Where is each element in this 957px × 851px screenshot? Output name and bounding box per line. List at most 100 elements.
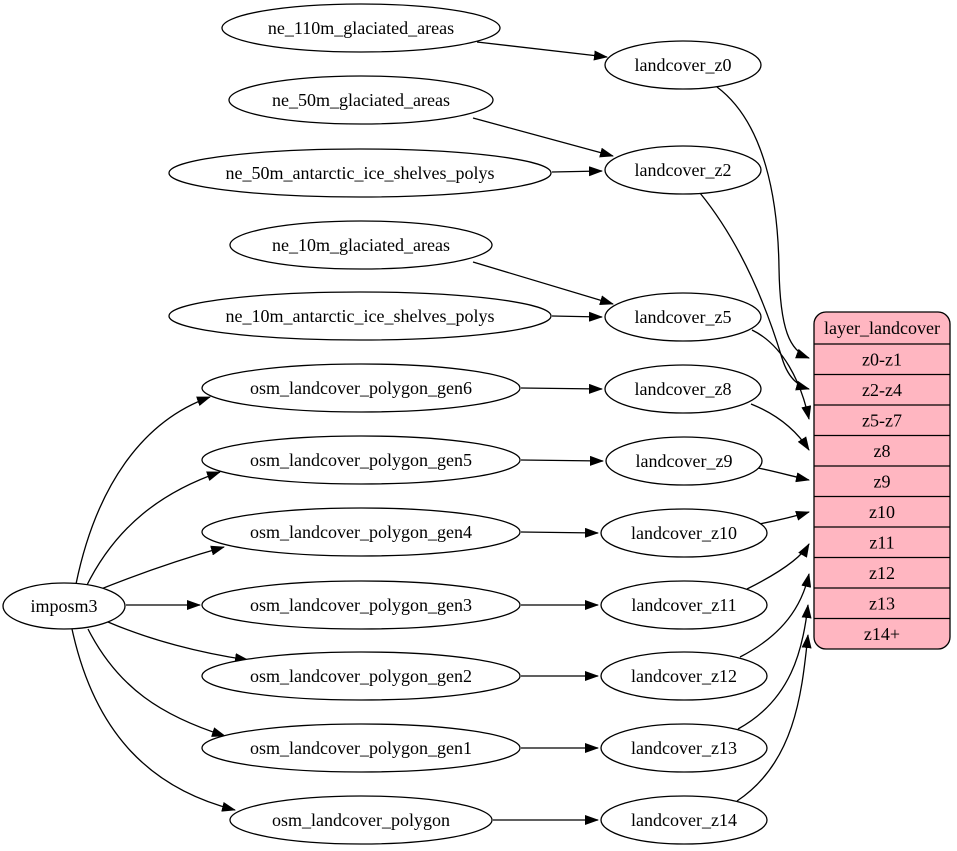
node-label-ne_50m_antarctic_ice_shelves_polys: ne_50m_antarctic_ice_shelves_polys	[226, 163, 495, 183]
node-label-ne_10m_glaciated_areas: ne_10m_glaciated_areas	[272, 235, 450, 255]
node-osm_landcover_polygon_gen5: osm_landcover_polygon_gen5	[201, 435, 521, 485]
node-landcover_z8: landcover_z8	[604, 364, 762, 414]
node-label-osm_landcover_polygon_gen3: osm_landcover_polygon_gen3	[250, 595, 472, 615]
node-ellipse-ne_110m_glaciated_areas	[221, 3, 501, 53]
node-label-landcover_z9: landcover_z9	[636, 451, 733, 471]
table-row-label-z11: z11	[869, 532, 894, 552]
node-ellipse-ne_50m_antarctic_ice_shelves_polys	[168, 148, 552, 198]
edge-landcover_z14-to-row-z14-	[736, 634, 812, 802]
edge-landcover_z0-to-row-z0-z1	[716, 86, 810, 359]
node-osm_landcover_polygon: osm_landcover_polygon	[229, 795, 493, 845]
node-label-ne_110m_glaciated_areas: ne_110m_glaciated_areas	[268, 18, 454, 38]
layer-landcover-table: layer_landcover z0-z1 z2-z4 z5-z7 z8 z9 z10 z11…	[813, 311, 951, 650]
table-row-label-z10: z10	[869, 502, 895, 522]
edge-imposm3-to-osm_landcover_polygon_gen4	[95, 545, 225, 592]
node-label-landcover_z14: landcover_z14	[631, 810, 737, 830]
table-row-z5-z7: z5-z7	[862, 410, 902, 430]
node-ellipse-landcover_z13	[600, 723, 768, 773]
node-ellipse-landcover_z2	[604, 145, 762, 195]
table-row-z2-z4: z2-z4	[862, 380, 902, 400]
edge-landcover_z5-to-row-z5-z7	[751, 329, 812, 420]
node-ellipse-osm_landcover_polygon_gen4	[201, 507, 521, 557]
edge-landcover_z8-to-row-z8	[750, 403, 810, 451]
node-label-osm_landcover_polygon_gen4: osm_landcover_polygon_gen4	[250, 522, 472, 542]
node-landcover_z9: landcover_z9	[605, 436, 763, 486]
node-ellipse-ne_10m_antarctic_ice_shelves_polys	[168, 291, 552, 341]
node-ellipse-landcover_z10	[600, 508, 768, 558]
node-label-landcover_z5: landcover_z5	[635, 307, 732, 327]
table-row-label-z9: z9	[874, 471, 891, 491]
table-row-z11: z11	[869, 532, 894, 552]
node-label-landcover_z8: landcover_z8	[635, 379, 732, 399]
edge-osm_landcover_polygon_gen6-to-landcover_z8	[520, 383, 603, 394]
edge-landcover_z9-to-row-z9	[757, 467, 810, 483]
node-label-osm_landcover_polygon_gen1: osm_landcover_polygon_gen1	[250, 738, 472, 758]
table-row-z12: z12	[869, 563, 895, 583]
node-label-landcover_z11: landcover_z11	[631, 595, 736, 615]
node-ne_10m_glaciated_areas: ne_10m_glaciated_areas	[229, 220, 493, 270]
node-osm_landcover_polygon_gen4: osm_landcover_polygon_gen4	[201, 507, 521, 557]
node-label-landcover_z0: landcover_z0	[635, 55, 732, 75]
node-landcover_z0: landcover_z0	[604, 40, 762, 90]
node-ellipse-osm_landcover_polygon_gen5	[201, 435, 521, 485]
edge-landcover_z10-to-row-z10	[758, 511, 810, 525]
table-row-z10: z10	[869, 502, 895, 522]
edge-landcover_z2-to-row-z2-z4	[699, 192, 810, 391]
edge-landcover_z11-to-row-z11	[746, 543, 810, 590]
table-row-label-z8: z8	[874, 441, 891, 461]
edge-landcover_z12-to-row-z12	[739, 573, 812, 658]
node-ellipse-ne_10m_glaciated_areas	[229, 220, 493, 270]
edge-osm_landcover_polygon_gen4-to-landcover_z10	[520, 527, 599, 538]
edge-ne_50m_glaciated_areas-to-landcover_z2	[472, 117, 614, 158]
node-landcover_z14: landcover_z14	[600, 795, 768, 845]
node-landcover_z13: landcover_z13	[600, 723, 768, 773]
node-ellipse-osm_landcover_polygon_gen1	[201, 723, 521, 773]
table-row-label-z2-z4: z2-z4	[862, 380, 902, 400]
table-row-label-z0-z1: z0-z1	[862, 349, 902, 369]
table-row-label-z14-: z14+	[864, 624, 900, 644]
node-label-imposm3: imposm3	[30, 596, 97, 616]
node-label-landcover_z13: landcover_z13	[631, 738, 737, 758]
edge-imposm3-to-osm_landcover_polygon	[71, 628, 236, 812]
node-ellipse-landcover_z8	[604, 364, 762, 414]
node-landcover_z5: landcover_z5	[604, 292, 762, 342]
node-label-landcover_z10: landcover_z10	[631, 523, 737, 543]
node-ellipse-landcover_z5	[604, 292, 762, 342]
node-landcover_z11: landcover_z11	[600, 580, 768, 630]
node-label-osm_landcover_polygon_gen2: osm_landcover_polygon_gen2	[250, 666, 472, 686]
node-ellipse-landcover_z11	[600, 580, 768, 630]
edges-layer	[71, 41, 812, 825]
table-title: layer_landcover	[824, 318, 940, 338]
node-ne_110m_glaciated_areas: ne_110m_glaciated_areas	[221, 3, 501, 53]
node-ellipse-ne_50m_glaciated_areas	[228, 75, 494, 125]
table-row-z13: z13	[869, 593, 895, 613]
node-label-osm_landcover_polygon_gen5: osm_landcover_polygon_gen5	[250, 450, 472, 470]
node-label-osm_landcover_polygon_gen6: osm_landcover_polygon_gen6	[250, 378, 472, 398]
node-ellipse-landcover_z12	[600, 651, 768, 701]
table-row-label-z13: z13	[869, 593, 895, 613]
table-row-z8: z8	[874, 441, 891, 461]
table-row-label-z12: z12	[869, 563, 895, 583]
node-osm_landcover_polygon_gen6: osm_landcover_polygon_gen6	[201, 363, 521, 413]
node-ne_50m_antarctic_ice_shelves_polys: ne_50m_antarctic_ice_shelves_polys	[168, 148, 552, 198]
edge-ne_10m_glaciated_areas-to-landcover_z5	[472, 261, 614, 306]
node-ellipse-osm_landcover_polygon_gen2	[201, 651, 521, 701]
node-label-landcover_z2: landcover_z2	[635, 160, 732, 180]
edge-ne_110m_glaciated_areas-to-landcover_z0	[476, 41, 608, 61]
edge-imposm3-to-osm_landcover_polygon_gen1	[87, 628, 226, 737]
table-row-z9: z9	[874, 471, 891, 491]
node-ellipse-osm_landcover_polygon_gen3	[201, 580, 521, 630]
edge-ne_10m_antarctic_ice_shelves_polys-to-landcover_z5	[551, 311, 603, 322]
node-osm_landcover_polygon_gen3: osm_landcover_polygon_gen3	[201, 580, 521, 630]
node-ellipse-osm_landcover_polygon	[229, 795, 493, 845]
table-outline	[813, 311, 951, 650]
node-label-ne_10m_antarctic_ice_shelves_polys: ne_10m_antarctic_ice_shelves_polys	[226, 306, 495, 326]
node-ellipse-landcover_z14	[600, 795, 768, 845]
node-label-ne_50m_glaciated_areas: ne_50m_glaciated_areas	[272, 90, 450, 110]
edge-imposm3-to-osm_landcover_polygon_gen2	[107, 621, 249, 664]
node-osm_landcover_polygon_gen1: osm_landcover_polygon_gen1	[201, 723, 521, 773]
table-row-z0-z1: z0-z1	[862, 349, 902, 369]
node-ellipse-imposm3	[2, 582, 126, 630]
